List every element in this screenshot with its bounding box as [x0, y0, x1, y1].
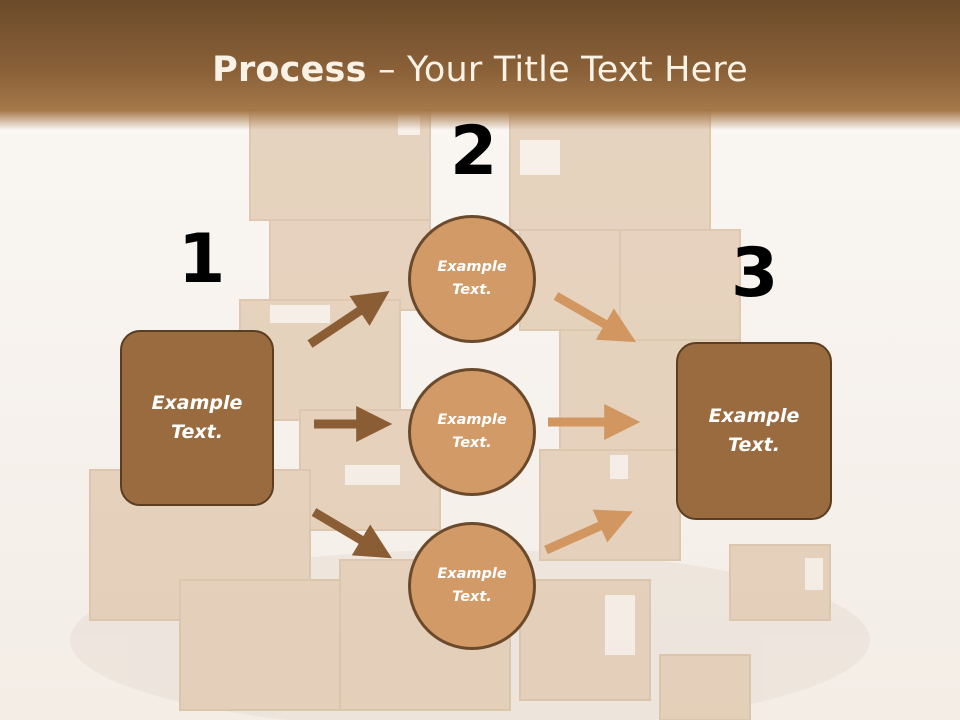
circle-bottom[interactable]: Example Text.	[408, 522, 536, 650]
left-box[interactable]: Example Text.	[120, 330, 274, 506]
step-number-1: 1	[178, 220, 226, 299]
arrow-bottom-to-right	[544, 509, 633, 555]
circle-middle[interactable]: Example Text.	[408, 368, 536, 496]
arrow-top-to-right	[553, 292, 637, 343]
step-number-3: 3	[731, 234, 779, 313]
arrow-left-to-top	[307, 291, 390, 348]
title-bar	[0, 0, 960, 130]
circle-middle-label: Example Text.	[437, 412, 507, 451]
arrow-left-to-bottom	[311, 508, 392, 559]
step-number-2: 2	[450, 112, 498, 191]
circle-top-label: Example Text.	[437, 259, 507, 298]
title-bold: Process	[212, 50, 367, 90]
right-box-label: Example Text.	[708, 405, 800, 456]
circle-top[interactable]: Example Text.	[408, 215, 536, 343]
slide-title: Process – Your Title Text Here	[0, 50, 960, 90]
right-box[interactable]: Example Text.	[676, 342, 832, 520]
left-box-label: Example Text.	[151, 392, 243, 443]
title-rest: – Your Title Text Here	[366, 50, 748, 90]
circle-bottom-label: Example Text.	[437, 566, 507, 605]
